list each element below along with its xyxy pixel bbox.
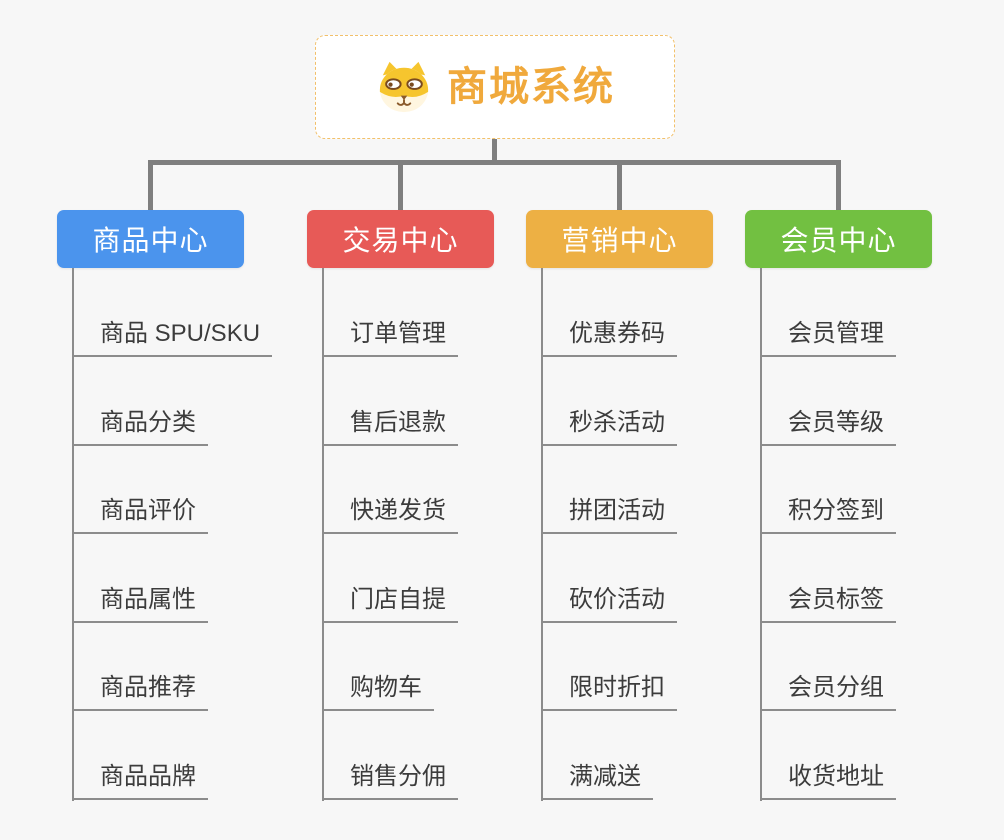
- dog-face-icon: [379, 61, 429, 113]
- branch-member-center: 会员中心 会员管理会员等级积分签到会员标签会员分组收货地址: [745, 210, 1004, 830]
- leaf-item[interactable]: 限时折扣: [541, 661, 677, 712]
- connector-drop-products: [148, 163, 153, 211]
- leaf-item[interactable]: 会员等级: [760, 396, 896, 446]
- branch-header-product-center[interactable]: 商品中心: [57, 210, 244, 268]
- leaf-item[interactable]: 商品 SPU/SKU: [72, 307, 273, 357]
- leaf-item[interactable]: 商品推荐: [72, 661, 208, 712]
- leaf-item[interactable]: 秒杀活动: [541, 396, 677, 446]
- leaf-item[interactable]: 售后退款: [322, 396, 458, 446]
- connector-root-drop: [492, 139, 497, 162]
- branch-trunk-line: [322, 268, 324, 801]
- branch-marketing-center: 营销中心 优惠券码秒杀活动拼团活动砍价活动限时折扣满减送: [526, 210, 786, 830]
- leaf-item[interactable]: 会员分组: [760, 661, 896, 712]
- connector-horizontal-bar: [148, 160, 841, 165]
- leaf-item[interactable]: 优惠券码: [541, 307, 677, 357]
- leaf-item[interactable]: 会员标签: [760, 573, 896, 623]
- leaf-item[interactable]: 砍价活动: [541, 573, 677, 623]
- leaf-item[interactable]: 收货地址: [760, 750, 896, 800]
- branch-leaf-list: 订单管理售后退款快递发货门店自提购物车销售分佣: [307, 210, 567, 830]
- branch-header-trade-center[interactable]: 交易中心: [307, 210, 494, 268]
- branch-trunk-line: [760, 268, 762, 801]
- branch-product-center: 商品中心 商品 SPU/SKU 商品分类商品评价商品属性商品推荐商品品牌: [57, 210, 317, 830]
- leaf-item[interactable]: 商品分类: [72, 396, 208, 446]
- leaf-item[interactable]: 商品属性: [72, 573, 208, 623]
- leaf-item[interactable]: 购物车: [322, 661, 434, 712]
- leaf-item[interactable]: 商品评价: [72, 484, 208, 535]
- leaf-item[interactable]: 订单管理: [322, 307, 458, 357]
- connector-drop-marketing: [617, 163, 622, 211]
- leaf-item[interactable]: 快递发货: [322, 484, 458, 535]
- branch-header-member-center[interactable]: 会员中心: [745, 210, 932, 268]
- branch-leaf-list: 商品 SPU/SKU 商品分类商品评价商品属性商品推荐商品品牌: [57, 210, 317, 830]
- connector-drop-trade: [398, 163, 403, 211]
- root-node[interactable]: 商城系统: [315, 35, 675, 139]
- root-title: 商城系统: [447, 65, 615, 109]
- branch-leaf-list: 会员管理会员等级积分签到会员标签会员分组收货地址: [745, 210, 1004, 830]
- branch-trunk-line: [541, 268, 543, 801]
- branch-header-marketing-center[interactable]: 营销中心: [526, 210, 713, 268]
- branch-leaf-list: 优惠券码秒杀活动拼团活动砍价活动限时折扣满减送: [526, 210, 786, 830]
- branch-trade-center: 交易中心 订单管理售后退款快递发货门店自提购物车销售分佣: [307, 210, 567, 830]
- leaf-item[interactable]: 会员管理: [760, 307, 896, 357]
- branch-trunk-line: [72, 268, 74, 801]
- leaf-item[interactable]: 商品品牌: [72, 750, 208, 800]
- leaf-item[interactable]: 积分签到: [760, 484, 896, 535]
- leaf-item[interactable]: 拼团活动: [541, 484, 677, 535]
- connector-drop-member: [836, 163, 841, 211]
- leaf-item[interactable]: 满减送: [541, 750, 653, 800]
- leaf-item[interactable]: 门店自提: [322, 573, 458, 623]
- leaf-item[interactable]: 销售分佣: [322, 750, 458, 800]
